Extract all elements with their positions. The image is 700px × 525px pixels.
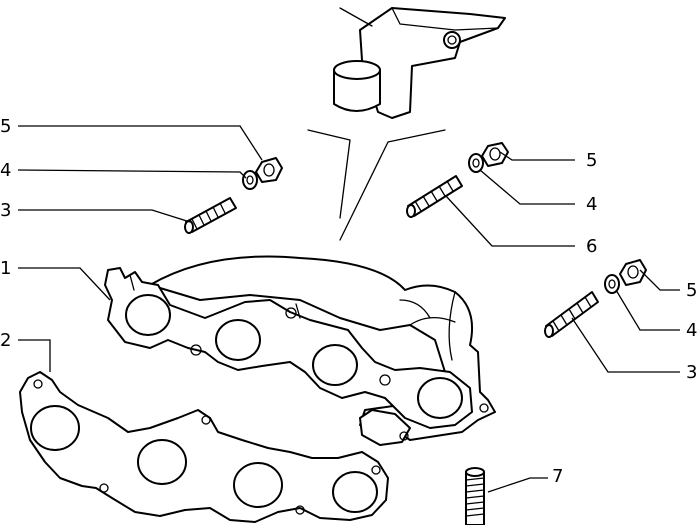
assembly-direction-lines [307, 129, 446, 241]
callout-part-1: 1 [0, 258, 11, 279]
callout-part-7: 7 [552, 466, 563, 487]
callout-right-top-6: 6 [586, 236, 597, 257]
right-stud-assembly [544, 259, 647, 338]
exhaust-manifold [104, 255, 496, 446]
callout-right-top-4: 4 [586, 194, 597, 215]
manifold-gasket [19, 371, 389, 523]
callout-right-3: 3 [686, 362, 697, 383]
callout-right-top-5: 5 [586, 150, 597, 171]
pipe-flange-bracket [333, 7, 506, 119]
leader-lines [17, 125, 680, 493]
callout-part-2: 2 [0, 330, 11, 351]
bottom-stud [465, 467, 485, 525]
right-top-stud-assembly [406, 142, 509, 218]
left-stud-assembly [184, 157, 283, 234]
callout-left-5: 5 [0, 116, 11, 137]
callout-left-3: 3 [0, 200, 11, 221]
callout-right-4: 4 [686, 320, 697, 341]
callout-left-4: 4 [0, 160, 11, 181]
callout-right-5: 5 [686, 280, 697, 301]
